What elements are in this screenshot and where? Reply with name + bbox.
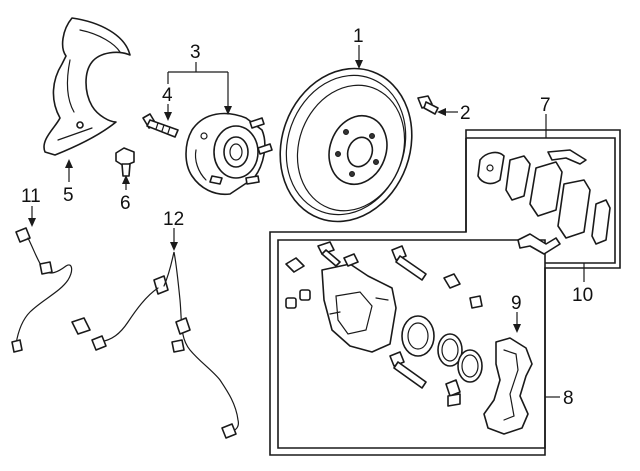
caliper-hardware-part <box>285 241 483 407</box>
callout-6: 6 <box>120 193 131 214</box>
callout-12: 12 <box>163 209 184 230</box>
callout-11: 11 <box>21 186 41 207</box>
callout-10: 10 <box>572 285 593 306</box>
callout-7: 7 <box>540 95 551 116</box>
callout-4: 4 <box>162 85 173 106</box>
callout-9: 9 <box>511 293 522 314</box>
brake-pad-kit-part <box>477 149 611 255</box>
brake-caliper-part <box>321 253 397 353</box>
brake-rotor-part <box>279 67 413 223</box>
caliper-piston-part <box>401 315 483 383</box>
leader-lines <box>28 45 585 398</box>
callout-3: 3 <box>190 42 201 63</box>
pad-kit-frame <box>465 137 616 264</box>
retaining-bolt-part <box>115 147 135 177</box>
callout-1: 1 <box>353 26 364 47</box>
caliper-inner-frame <box>277 239 546 449</box>
callout-5: 5 <box>63 185 74 206</box>
callout-2: 2 <box>460 103 471 124</box>
hub-bolt-part <box>142 113 179 138</box>
dust-shield-part <box>43 17 131 156</box>
wheel-hub-part <box>185 112 273 196</box>
callout-8: 8 <box>563 388 574 409</box>
rotor-screw-part <box>417 95 439 115</box>
caliper-bracket-part <box>483 337 533 435</box>
wear-sensor-part <box>11 227 73 353</box>
abs-sensor-part <box>71 251 239 439</box>
